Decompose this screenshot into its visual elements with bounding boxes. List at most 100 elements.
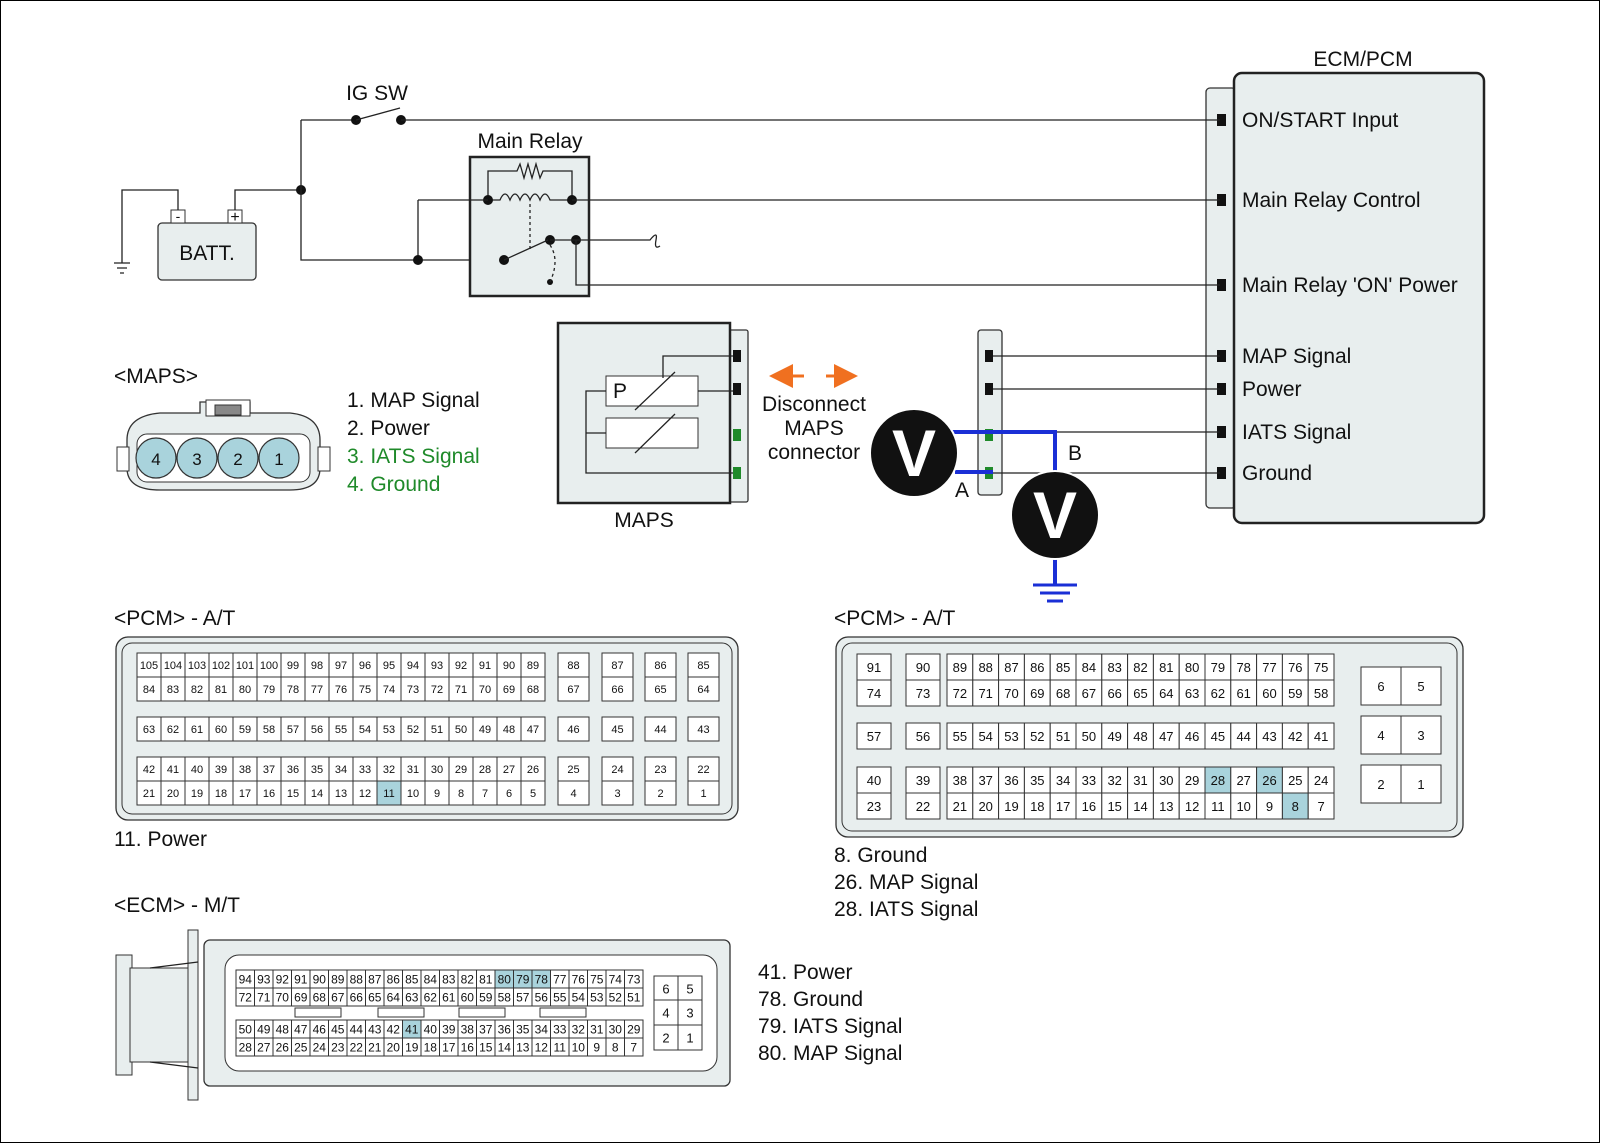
pcm-at-2-pin-cell: [1360, 666, 1402, 706]
ecm-mt-pin: 71: [257, 990, 271, 1004]
pcm-at-2-pin-cell: [1178, 792, 1206, 820]
pcm-at-1-pin-cell: [376, 780, 402, 806]
pcm-at-1-pin: 22: [697, 764, 709, 776]
pcm-at-1-pin: 38: [239, 764, 251, 776]
ecm-mt-pin: 46: [313, 1022, 327, 1036]
pcm-at-1-pin: 1: [700, 788, 706, 800]
ecm-terminal: [1217, 383, 1226, 395]
pcm-at-2-pin-cell: [998, 722, 1025, 750]
ecm-mt-pin: 20: [387, 1040, 401, 1054]
pcm-at-1-pin-cell: [520, 676, 546, 702]
pcm-at-1-pin: 47: [527, 724, 539, 736]
pcm-at-1-pin: 45: [611, 724, 623, 736]
pcm-at-2-pin-cell: [1049, 792, 1077, 820]
pcm-at-2-pin: 74: [867, 686, 881, 701]
ecm-mt-pin: 18: [424, 1040, 438, 1054]
ecm-mt-pin: 41: [405, 1022, 419, 1036]
pcm-at-2-pin: 90: [916, 660, 930, 675]
pcm-at-2-pin: 68: [1056, 686, 1070, 701]
voltmeter-a: V: [869, 408, 959, 498]
point-b: B: [1068, 442, 1082, 465]
pcm-at-2-pin-cell: [856, 792, 892, 820]
pcm-at-2-pin: 8: [1292, 799, 1299, 814]
pcm-at-2-pin: 27: [1236, 773, 1250, 788]
pcm-at-2-pin-cell: [998, 766, 1025, 794]
ecm-mt-pin: 53: [590, 990, 604, 1004]
ecm-mt-key: [539, 1007, 587, 1018]
pcm-at-1-pin: 34: [335, 764, 347, 776]
pcm-at-1-pin: 79: [263, 684, 275, 696]
ecm-mt-pin-cell: [624, 1037, 644, 1057]
pcm-at-2-pin: 65: [1133, 686, 1147, 701]
pcm-at-2-pin: 76: [1288, 660, 1302, 675]
pcm-at-2-pin-cell: [1281, 679, 1309, 707]
pcm-at-1-pin-cell: [520, 716, 546, 742]
pcm-at-1-pin: 94: [407, 660, 419, 672]
ecm-mt-pin: 33: [553, 1022, 567, 1036]
pcm-at-1-pin: 21: [143, 788, 155, 800]
ecm-mt-pin: 3: [686, 1005, 693, 1020]
pcm-at-2-pin: 88: [978, 660, 992, 675]
pcm-at-2-pin-cell: [946, 679, 974, 707]
ecm-mt-pin: 52: [609, 990, 623, 1004]
pcm-at-1-pin-cell: [472, 676, 498, 702]
pcm-at-2-pin-cell: [1230, 679, 1258, 707]
ecm-pin-6: Ground: [1242, 462, 1312, 485]
pcm-at-2-pin: 77: [1262, 660, 1276, 675]
pcm-at-1-pin: 73: [407, 684, 419, 696]
pcm-at-1-pin: 25: [567, 764, 579, 776]
pcm-at-2-pin: 79: [1211, 660, 1225, 675]
power-wires: - + BATT. IG SW Main Relay: [114, 82, 1220, 298]
ecm-mt-pin: 43: [368, 1022, 382, 1036]
pcm-at-1-pin-cell: [687, 676, 720, 702]
pcm-at-2-pin-cell: [1307, 722, 1335, 750]
pcm-at-1-pin: 4: [570, 788, 576, 800]
ecm-mt-pin: 77: [553, 972, 567, 986]
pcm-at-1-pin-cell: [304, 676, 330, 702]
pcm-at-1-pin: 87: [611, 660, 623, 672]
pcm-at-1-pin: 86: [654, 660, 666, 672]
pcm-at-1-pin: 66: [611, 684, 623, 696]
pcm-at-1-pin: 82: [191, 684, 203, 696]
pcm-at-1-pin-cell: [644, 676, 677, 702]
pcm-at-2-pin: 10: [1236, 799, 1250, 814]
pcm-at-1-pin: 28: [479, 764, 491, 776]
pcm-at-2-pin: 14: [1133, 799, 1147, 814]
ecm-mt-pin: 81: [479, 972, 493, 986]
pcm-at-1-pin-cell: [232, 780, 258, 806]
pcm-at-1-pin: 100: [260, 660, 278, 672]
ecm-mt-pin: 62: [424, 990, 438, 1004]
pcm-at-1-pin-cell: [352, 652, 378, 678]
ecm-mt-pin: 1: [686, 1030, 693, 1045]
pcm-at-1-pin: 27: [503, 764, 515, 776]
pcm-at-2-pin: 89: [953, 660, 967, 675]
ecm-mt-pin: 64: [387, 990, 401, 1004]
pcm-at-2-pin: 49: [1107, 729, 1121, 744]
pcm-at-1-pin: 80: [239, 684, 251, 696]
pcm-at-1-pin-cell: [557, 780, 590, 806]
ecm-mt-pin: 90: [313, 972, 327, 986]
pcm-at-2-pin-cell: [1307, 653, 1335, 681]
pcm-at-1-pin: 72: [431, 684, 443, 696]
pcm-at-2-pin-cell: [1400, 666, 1442, 706]
ecm-mt-pin: 10: [572, 1040, 586, 1054]
pcm-at-1-pin: 64: [697, 684, 709, 696]
pcm-at-1-pin-cell: [520, 652, 546, 678]
pcm-at-2-pin-cell: [905, 766, 941, 794]
ecm-mt-pin: 12: [535, 1040, 549, 1054]
pcm-at-2-pin-cell: [1101, 792, 1129, 820]
ecm-pin-4: Power: [1242, 378, 1302, 401]
pcm-at-1-pin-cell: [256, 780, 282, 806]
ecm-mt-pin: 69: [294, 990, 308, 1004]
pcm-at-2-pin: 71: [978, 686, 992, 701]
pcm-at-1-pin: 96: [359, 660, 371, 672]
probe-ground-icon: [1033, 583, 1077, 603]
pcm-at-1-pin-cell: [256, 652, 282, 678]
pcm-at-1-pin: 19: [191, 788, 203, 800]
pcm-at-2-pin-cell: [1101, 653, 1129, 681]
pcm-at-1-pin: 46: [567, 724, 579, 736]
pcm-at-2-pin: 33: [1082, 773, 1096, 788]
